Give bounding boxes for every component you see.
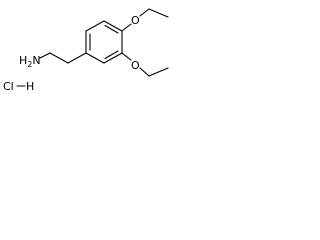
ring-bond-5 bbox=[85, 52, 105, 64]
chain-bond-ring-ch2 bbox=[67, 52, 87, 64]
amine-subscript: 2 bbox=[27, 60, 32, 69]
ring-bond-1 bbox=[85, 20, 105, 32]
hydrogen-salt-label: H bbox=[26, 80, 34, 93]
ethoxy-lower-ring-o bbox=[121, 52, 132, 61]
amine-h-label: H bbox=[19, 54, 27, 67]
amine-label: H2N bbox=[19, 54, 41, 69]
ethoxy-lower-ch2-ch3 bbox=[148, 67, 169, 77]
ethoxy-upper-ring-o bbox=[121, 23, 132, 32]
ethoxy-upper bbox=[121, 8, 169, 32]
ring-double-bond-c bbox=[104, 50, 119, 60]
benzene-ring bbox=[85, 20, 123, 64]
ethoxy-lower-o-ch2 bbox=[139, 67, 150, 77]
ethylamine-chain bbox=[39, 52, 87, 64]
chlorine-label: Cl bbox=[3, 80, 14, 93]
ring-bond-4 bbox=[103, 52, 123, 64]
chain-bond-ch2-n bbox=[39, 52, 51, 59]
ethoxy-upper-o-ch2 bbox=[139, 8, 150, 17]
ethoxy-upper-ch2-ch3 bbox=[148, 8, 169, 18]
chain-bond-ch2-ch2 bbox=[49, 52, 69, 64]
ring-double-bond-b bbox=[104, 24, 119, 34]
oxygen-upper-label: O bbox=[131, 14, 140, 27]
oxygen-lower-label: O bbox=[131, 59, 140, 72]
ethoxy-lower bbox=[121, 52, 169, 77]
structure-diagram: O O H2N Cl H bbox=[3, 8, 169, 93]
amine-n-label: N bbox=[32, 54, 40, 67]
ring-bond-2 bbox=[103, 20, 123, 32]
